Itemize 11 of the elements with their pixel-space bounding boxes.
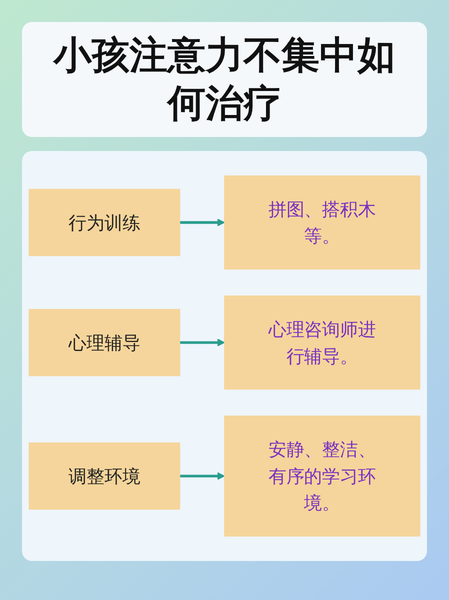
node-box	[224, 416, 420, 537]
node-box	[28, 442, 180, 510]
arrow	[180, 218, 225, 226]
node-box	[224, 175, 420, 270]
title: 小孩注意力不集中如何治疗	[22, 22, 427, 137]
node-box	[28, 308, 180, 376]
node-box	[28, 188, 180, 256]
panel-background: 行为训练 拼图、搭积木等。 心理辅导 心理咨询师进行辅导。 调整环境 安静、整洁、有序的学习环境。	[22, 151, 427, 561]
node-box	[224, 296, 420, 390]
arrow	[180, 338, 225, 346]
arrow	[180, 472, 225, 480]
